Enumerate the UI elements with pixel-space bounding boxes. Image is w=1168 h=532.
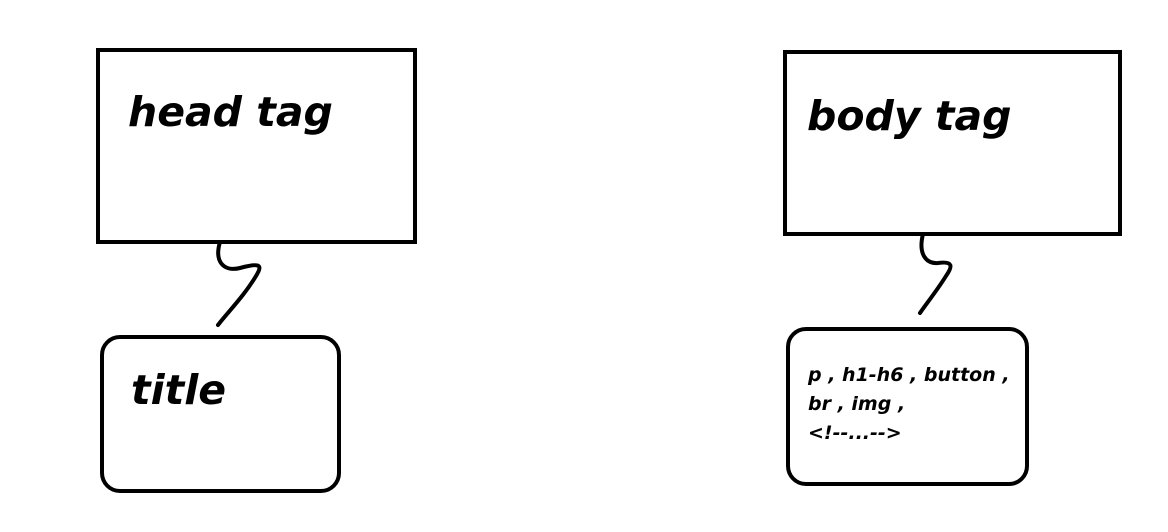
connector-body-to-children: [918, 232, 953, 315]
head-tag-label: head tag: [128, 88, 333, 136]
body-children-line-2: br , img ,: [808, 393, 906, 415]
body-tag-label: body tag: [807, 92, 1012, 140]
head-tag-box: head tag: [96, 48, 417, 244]
body-tag-box: body tag: [783, 50, 1122, 236]
connector-head-to-title: [216, 240, 262, 327]
body-children-list: p , h1-h6 , button , br , img , <!--...-…: [808, 361, 1010, 448]
body-children-line-3: <!--...-->: [808, 422, 902, 444]
body-children-box: p , h1-h6 , button , br , img , <!--...-…: [786, 327, 1029, 486]
title-box: title: [100, 335, 341, 493]
body-children-line-1: p , h1-h6 , button ,: [808, 364, 1010, 386]
title-label: title: [131, 366, 227, 414]
